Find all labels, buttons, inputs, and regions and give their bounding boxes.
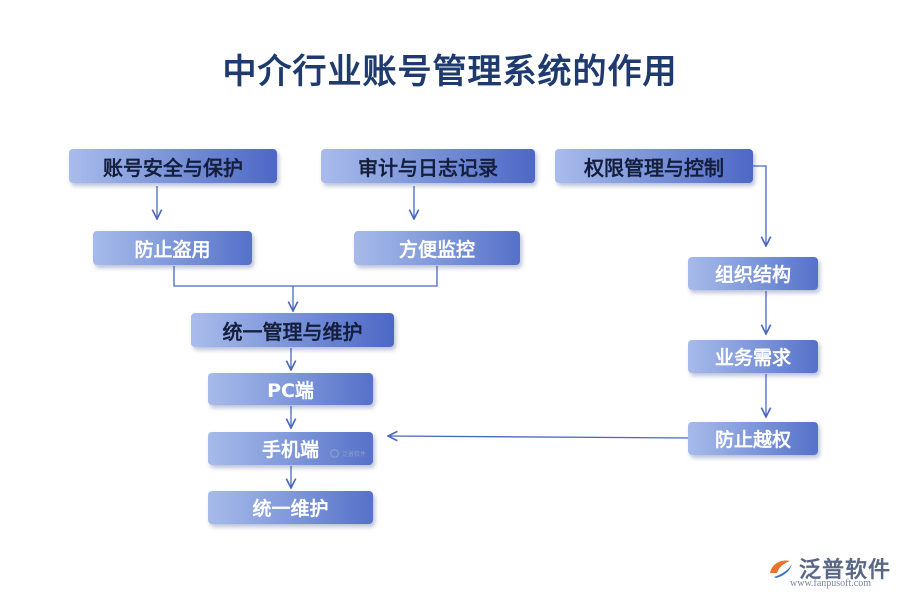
node-mobile-end: 手机端: [208, 432, 373, 465]
node-prevent-overreach: 防止越权: [688, 422, 818, 455]
node-convenient-monitoring: 方便监控: [354, 231, 520, 265]
node-account-security: 账号安全与保护: [69, 149, 277, 183]
node-org-structure: 组织结构: [688, 257, 818, 290]
fanpu-logo-icon: [770, 560, 792, 578]
node-label: 业务需求: [714, 347, 791, 369]
brand-logo: 泛普软件: [768, 552, 891, 584]
node-label: 方便监控: [398, 238, 475, 261]
merge-line: [173, 266, 438, 287]
node-pc-end: PC端: [208, 373, 373, 405]
watermark-text: 泛普软件: [342, 451, 367, 458]
brand-url: www.fanpusoft.com: [790, 578, 872, 589]
node-label: 防止越权: [714, 429, 791, 451]
node-label: 手机端: [261, 439, 319, 461]
node-prevent-theft: 防止盗用: [93, 231, 252, 265]
node-label: 权限管理与控制: [584, 155, 724, 180]
node-unified-maintenance: 统一维护: [208, 491, 373, 524]
node-label: 审计与日志记录: [358, 155, 498, 180]
node-audit-log: 审计与日志记录: [321, 149, 535, 183]
watermark-logo-icon: [330, 449, 339, 458]
node-label: 组织结构: [714, 264, 791, 286]
node-label: PC端: [267, 379, 314, 402]
node-label: 账号安全与保护: [103, 155, 243, 180]
node-label: 统一管理与维护: [222, 319, 363, 344]
page-title: 中介行业账号管理系统的作用: [222, 52, 678, 92]
node-label: 统一维护: [252, 498, 329, 520]
brand-name: 泛普软件: [799, 558, 892, 583]
node-label: 防止盗用: [134, 238, 211, 261]
node-unified-management: 统一管理与维护: [191, 313, 394, 347]
node-permission-control: 权限管理与控制: [555, 149, 753, 183]
arrow-overreach-to-mobile: [388, 436, 689, 438]
watermark: 泛普软件: [330, 449, 366, 458]
arrow-permission-to-org: [753, 165, 766, 246]
node-business-needs: 业务需求: [688, 340, 818, 373]
